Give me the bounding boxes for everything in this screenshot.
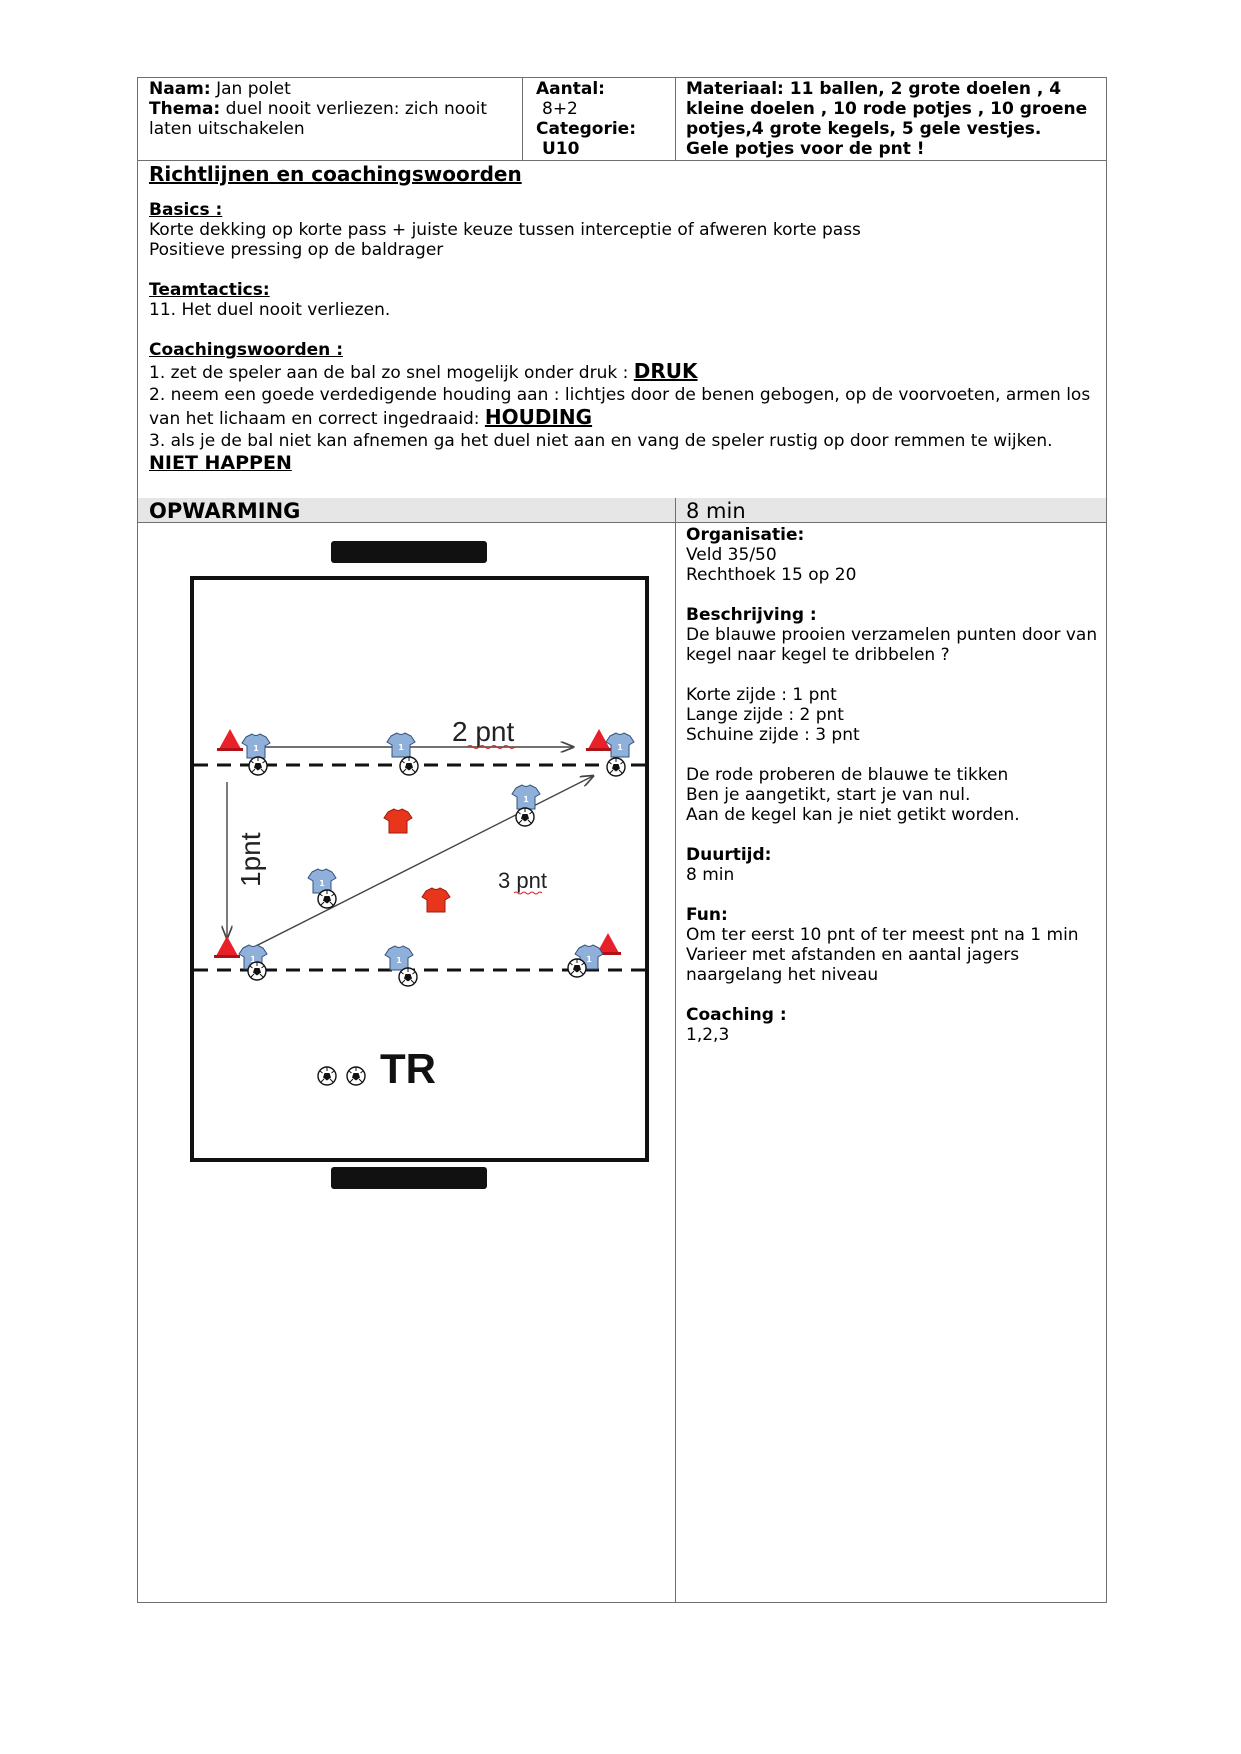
coaching-2-text: 2. neem een goede verdedigende houding a… [149,385,1091,405]
label-trainer: TR [380,1045,436,1092]
section-duration: 8 min [686,499,746,523]
ball [606,757,626,777]
categorie-value: U10 [542,139,580,159]
coaching-3-keyword: NIET HAPPEN [149,452,292,474]
basics-heading: Basics : [149,200,223,220]
regels-line: Ben je aangetikt, start je van nul. [686,785,971,805]
header-col-divider-2 [675,78,676,160]
ball [247,961,267,981]
regels-line: Aan de kegel kan je niet getikt worden. [686,805,1020,825]
materiaal-text: Materiaal: 11 ballen, 2 grote doelen , 4… [686,79,1088,139]
coaching-3-text: 3. als je de bal niet kan afnemen ga het… [149,431,1053,451]
fun-line: Om ter eerst 10 pnt of ter meest pnt na … [686,925,1079,945]
ball [399,756,419,776]
ball [567,958,587,978]
thema-value: duel nooit verliezen: zich nooit laten u… [149,99,487,139]
thema-label: Thema: [149,99,221,119]
section-divider-bottom [138,522,1106,523]
coaching-2-text-cont: van het lichaam en correct ingedraaid: [149,409,480,429]
header-materiaal: Materiaal: 11 ballen, 2 grote doelen , 4… [686,79,1096,159]
naam-value: Jan polet [216,79,291,99]
section-title-bar [138,498,1106,522]
beschrijving-line: De blauwe prooien verzamelen punten door… [686,625,1098,645]
coaching-detail-value: 1,2,3 [686,1025,730,1045]
label-3pnt: 3 pnt [498,868,547,893]
coaching-2-keyword: HOUDING [484,405,593,429]
label-2pnt: 2 pnt [452,716,514,747]
exercise-diagram: 1 2 pnt 1pnt 3 pnt TR [190,541,649,1189]
goal-top [331,541,487,563]
organisatie-line: Veld 35/50 [686,545,777,565]
goal-bottom [331,1167,487,1189]
header-divider [138,160,1106,161]
ball [248,756,268,776]
categorie-label: Categorie: [536,119,636,139]
coaching-1-text: 1. zet de speler aan de bal zo snel moge… [149,363,629,383]
spellcheck-squiggle [466,745,516,749]
duurtijd-heading: Duurtijd: [686,845,772,865]
ball [346,1066,366,1086]
coaching-detail-heading: Coaching : [686,1005,787,1025]
header-naam-thema: Naam: Jan polet Thema: duel nooit verlie… [149,79,514,139]
beschrijving-line: kegel naar kegel te dribbelen ? [686,645,950,665]
duurtijd-value: 8 min [686,865,735,885]
label-1pnt: 1pnt [235,832,266,887]
details-column: Organisatie: Veld 35/50 Rechthoek 15 op … [686,525,1101,1045]
ball [317,889,337,909]
regels-line: De rode proberen de blauwe te tikken [686,765,1009,785]
header-col-divider-1 [522,78,523,160]
teamtactics-heading: Teamtactics: [149,280,270,300]
header-aantal-categorie: Aantal: 8+2 Categorie: U10 [536,79,666,159]
materiaal-extra: Gele potjes voor de pnt ! [686,139,925,159]
ball [515,807,535,827]
ball [317,1066,337,1086]
teamtactics-line: 11. Het duel nooit verliezen. [149,300,391,320]
fun-line: naargelang het niveau [686,965,879,985]
guidelines-section: Richtlijnen en coachingswoorden Basics :… [149,162,1099,475]
body-col-divider [675,498,676,1602]
section-title: OPWARMING [149,499,301,523]
beschrijving-heading: Beschrijving : [686,605,817,625]
basics-line: Korte dekking op korte pass + juiste keu… [149,220,861,240]
guidelines-title: Richtlijnen en coachingswoorden [149,162,522,186]
aantal-label: Aantal: [536,79,605,99]
session-sheet: Naam: Jan polet Thema: duel nooit verlie… [137,77,1107,1603]
organisatie-line: Rechthoek 15 op 20 [686,565,857,585]
basics-line: Positieve pressing op de baldrager [149,240,444,260]
coaching-heading: Coachingswoorden : [149,340,343,360]
fun-line: Varieer met afstanden en aantal jagers [686,945,1020,965]
field-outline [190,576,649,1162]
organisatie-heading: Organisatie: [686,525,805,545]
punten-line: Korte zijde : 1 pnt [686,685,837,705]
naam-label: Naam: [149,79,211,99]
aantal-value: 8+2 [542,99,578,119]
coaching-1-keyword: DRUK [633,359,698,383]
ball [398,967,418,987]
punten-line: Schuine zijde : 3 pnt [686,725,860,745]
spellcheck-squiggle [513,891,543,895]
fun-heading: Fun: [686,905,728,925]
punten-line: Lange zijde : 2 pnt [686,705,844,725]
